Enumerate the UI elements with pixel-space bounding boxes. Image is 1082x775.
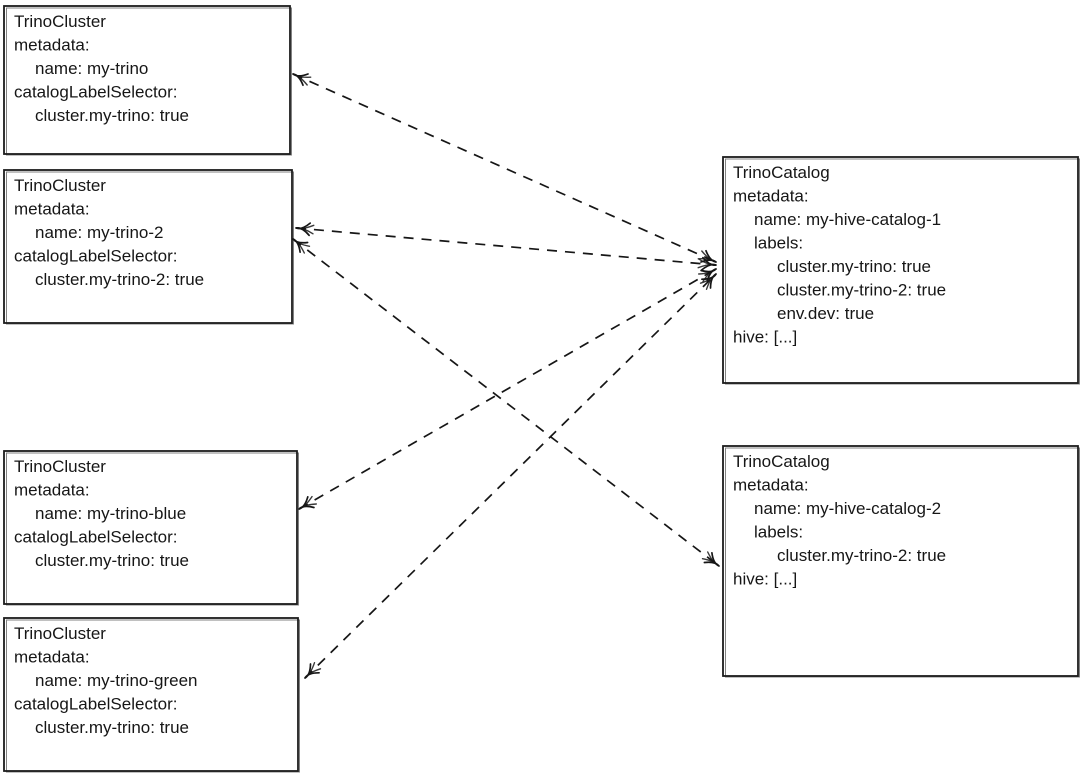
- node-text-line: TrinoCatalog: [733, 163, 830, 182]
- node-text-line: catalogLabelSelector:: [14, 695, 178, 714]
- node-cluster-my-trino-green: TrinoCluster metadata: name: my-trino-gree…: [3, 617, 300, 773]
- arrowhead: [295, 224, 315, 235]
- arrow-line: [304, 273, 717, 679]
- node-border-sketch: [6, 619, 300, 773]
- node-text-line: metadata:: [14, 200, 90, 219]
- node-text-line: name: my-hive-catalog-1: [754, 210, 941, 229]
- arrowhead: [697, 250, 717, 263]
- node-text-line: catalogLabelSelector:: [14, 247, 178, 266]
- arrow-line: [292, 73, 717, 263]
- arrow-line: [295, 227, 717, 266]
- node-text-line: env.dev: true: [777, 304, 874, 323]
- arrowhead: [697, 258, 717, 269]
- node-text-line: cluster.my-trino: true: [35, 106, 189, 125]
- node-text-line: TrinoCatalog: [733, 452, 830, 471]
- arrowhead: [298, 495, 317, 510]
- node-text-line: labels:: [754, 523, 803, 542]
- node-text-line: labels:: [754, 234, 803, 253]
- node-text-line: catalogLabelSelector:: [14, 528, 178, 547]
- node-border-sketch: [6, 171, 294, 325]
- node-text-line: metadata:: [733, 476, 809, 495]
- node-text-line: name: my-trino-blue: [35, 504, 186, 523]
- arrow-cluster-my-trino-2--catalog-my-hive-catalog-1: [295, 222, 717, 271]
- arrow-cluster-my-trino-2--catalog-my-hive-catalog-2: [292, 238, 720, 567]
- node-text-line: cluster.my-trino-2: true: [35, 270, 204, 289]
- arrowhead: [292, 238, 311, 254]
- node-text-line: metadata:: [14, 481, 90, 500]
- node-cluster-my-trino: TrinoCluster metadata: name: my-trino catal…: [3, 5, 292, 156]
- node-text-line: metadata:: [14, 648, 90, 667]
- arrow-line: [292, 238, 720, 567]
- node-border: [3, 169, 293, 324]
- node-catalog-my-hive-catalog-1: TrinoCatalog metadata: name: my-hive-catal…: [722, 156, 1080, 385]
- node-border: [3, 617, 299, 772]
- node-text-line: catalogLabelSelector:: [14, 83, 178, 102]
- node-cluster-my-trino-2: TrinoCluster metadata: name: my-trino-2 cat…: [3, 169, 294, 325]
- node-border-sketch: [725, 158, 1080, 385]
- arrow-cluster-my-trino-blue--catalog-my-hive-catalog-1: [298, 268, 717, 510]
- node-border-sketch: [6, 7, 292, 156]
- node-border: [722, 156, 1079, 384]
- node-text-line: hive: [...]: [733, 328, 797, 347]
- node-text-line: TrinoCluster: [14, 624, 106, 643]
- node-border-sketch: [6, 452, 299, 606]
- node-text-line: cluster.my-trino: true: [35, 718, 189, 737]
- node-text-line: name: my-trino-green: [35, 671, 198, 690]
- node-text-line: TrinoCluster: [14, 12, 106, 31]
- arrowhead: [698, 268, 717, 283]
- arrow-cluster-my-trino-green--catalog-my-hive-catalog-1: [304, 273, 717, 679]
- arrowhead: [701, 551, 720, 567]
- node-border: [3, 5, 291, 155]
- arrowhead: [699, 273, 717, 290]
- node-border: [3, 450, 298, 605]
- node-text-line: cluster.my-trino-2: true: [777, 546, 946, 565]
- node-border-sketch: [725, 447, 1080, 678]
- arrow-line: [298, 268, 717, 510]
- node-border: [722, 445, 1079, 677]
- arrowhead: [304, 662, 322, 679]
- arrowhead: [292, 73, 312, 86]
- node-text-line: metadata:: [14, 36, 90, 55]
- node-text-line: TrinoCluster: [14, 457, 106, 476]
- node-cluster-my-trino-blue: TrinoCluster metadata: name: my-trino-blue…: [3, 450, 299, 606]
- node-text-line: cluster.my-trino: true: [35, 551, 189, 570]
- node-text-line: name: my-hive-catalog-2: [754, 499, 941, 518]
- node-text-line: name: my-trino-2: [35, 223, 163, 242]
- node-text-line: cluster.my-trino: true: [777, 257, 931, 276]
- node-text-line: name: my-trino: [35, 59, 148, 78]
- node-text-line: metadata:: [733, 187, 809, 206]
- node-text-line: hive: [...]: [733, 570, 797, 589]
- node-catalog-my-hive-catalog-2: TrinoCatalog metadata: name: my-hive-catal…: [722, 445, 1080, 678]
- node-text-line: TrinoCluster: [14, 176, 106, 195]
- node-text-line: cluster.my-trino-2: true: [777, 281, 946, 300]
